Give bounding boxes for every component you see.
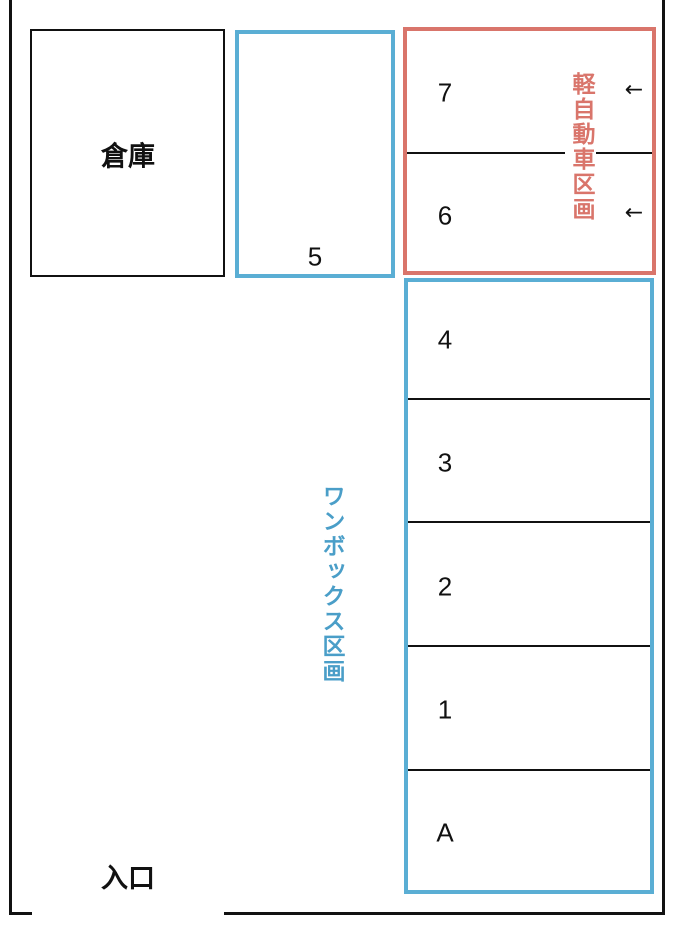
arrow-left-icon: ← [624, 200, 644, 226]
boundary-bottom-right [224, 912, 665, 915]
space-number: 5 [307, 241, 323, 272]
space-divider [596, 152, 652, 154]
boundary-left [9, 0, 12, 915]
boundary-bottom-left [9, 912, 32, 915]
space-number: A [436, 817, 454, 848]
space-number: 7 [437, 77, 453, 108]
space-number: 2 [437, 571, 453, 602]
warehouse [30, 29, 225, 277]
light-car-zone-label: 軽自動車区画 [568, 72, 594, 222]
space-divider [408, 398, 650, 400]
space-divider [408, 645, 650, 647]
arrow-left-icon: ← [624, 77, 644, 103]
light-car-zone [403, 27, 656, 275]
warehouse-label: 倉庫 [101, 141, 155, 172]
boundary-right [662, 0, 665, 915]
space-number: 3 [437, 447, 453, 478]
space-number: 6 [437, 200, 453, 231]
space-divider [408, 769, 650, 771]
space-number: 4 [437, 324, 453, 355]
space-divider [408, 521, 650, 523]
parking-space-5 [235, 30, 395, 278]
entrance-label: 入口 [101, 863, 155, 894]
wagon-zone-label: ワンボックス区画 [318, 484, 344, 684]
wagon-zone-spaces [404, 278, 654, 894]
space-number: 1 [437, 694, 453, 725]
space-divider [407, 152, 565, 154]
